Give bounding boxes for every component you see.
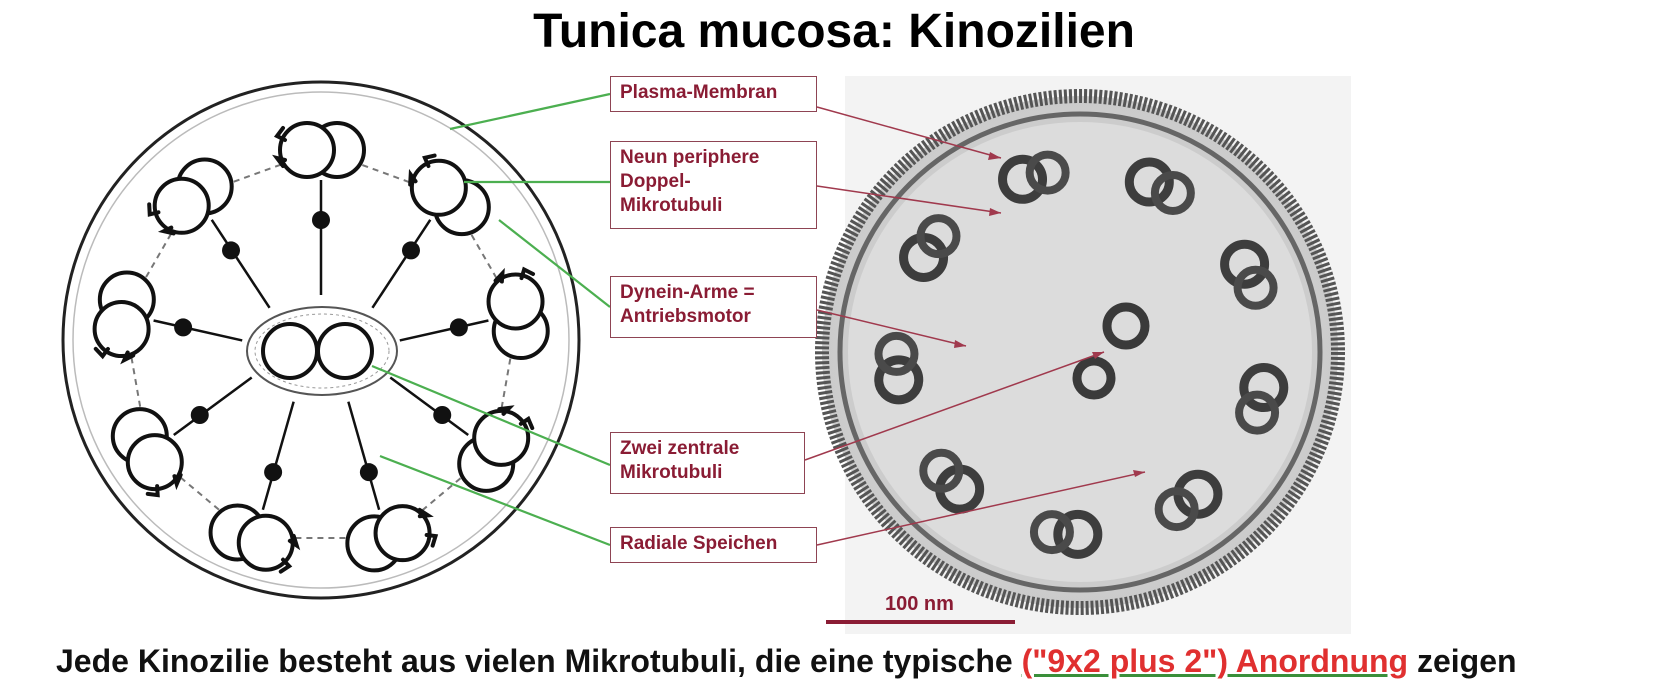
em-a-tubule <box>1239 363 1289 413</box>
radial-spoke <box>371 219 432 309</box>
radial-spokes <box>153 180 489 511</box>
label-dynein-arme: Dynein-Arme = Antriebsmotor <box>610 276 817 338</box>
em-central-tubule <box>1102 302 1150 350</box>
a-tubule <box>409 158 468 217</box>
label-zentrale-mikrotubuli: Zwei zentrale Mikrotubuli <box>610 432 805 494</box>
caption: Jede Kinozilie besteht aus vielen Mikrot… <box>56 643 1517 680</box>
spoke-head <box>433 406 452 424</box>
dynein-arm-outer <box>147 202 161 217</box>
em-b-tubule <box>1154 487 1199 532</box>
dynein-arm-outer <box>519 266 536 281</box>
dynein-arm-inner <box>287 533 301 551</box>
a-tubule <box>152 176 211 235</box>
em-b-tubule <box>874 331 919 376</box>
schematic-doublets <box>92 121 550 574</box>
label-radiale-speichen: Radiale Speichen <box>610 527 817 563</box>
page-title: Tunica mucosa: Kinozilien <box>533 5 1135 58</box>
em-a-tubule <box>1053 509 1103 559</box>
dynein-arm-inner <box>417 507 434 519</box>
dynein-arm-outer <box>422 153 437 168</box>
dynein-arm-inner <box>497 405 515 416</box>
electron-micrograph: 100 nm <box>795 76 1351 634</box>
spoke-head <box>222 241 241 260</box>
spoke-head <box>312 211 330 229</box>
a-tubule <box>125 433 184 492</box>
a-tubule <box>278 121 336 179</box>
caption-text: Jede Kinozilie besteht aus vielen Mikrot… <box>56 643 1022 679</box>
scale-bar-label: 100 nm <box>885 593 954 615</box>
radial-spoke <box>210 219 271 309</box>
spoke-head <box>401 241 420 260</box>
em-central-tubule <box>1072 356 1116 400</box>
em-b-tubule <box>1150 170 1195 215</box>
radial-spoke <box>153 319 243 342</box>
radial-spoke <box>173 376 253 437</box>
central-tubule-right <box>316 322 374 380</box>
dynein-arm-outer <box>93 346 110 360</box>
em-doublet-group <box>874 150 1289 559</box>
em-b-tubule <box>1233 265 1278 310</box>
a-tubule <box>92 300 151 359</box>
dynein-arm-outer <box>518 415 535 431</box>
dynein-arm-inner <box>120 350 136 365</box>
spoke-head <box>264 463 283 482</box>
spoke-head <box>190 406 209 424</box>
dynein-arm-outer <box>145 484 160 498</box>
label-plasma-membran: Plasma-Membran <box>610 76 817 112</box>
radial-spoke <box>389 376 469 437</box>
radial-spoke <box>347 401 381 511</box>
dynein-arm-inner <box>493 267 505 284</box>
em-b-tubule <box>1235 390 1280 435</box>
em-a-tubule <box>998 154 1048 204</box>
label-doppel-mikrotubuli: Neun periphere Doppel- Mikrotubuli <box>610 141 817 229</box>
em-a-tubule <box>1124 157 1174 207</box>
em-b-tubule <box>916 214 961 259</box>
schematic-cross-section <box>61 80 581 600</box>
em-b-tubule <box>919 448 964 493</box>
spoke-head <box>449 318 468 337</box>
dynein-arm-inner <box>172 472 183 491</box>
radial-spoke <box>261 401 295 511</box>
a-tubule <box>373 504 432 563</box>
caption-end: zeigen <box>1408 643 1517 679</box>
a-tubule <box>486 272 545 331</box>
caption-highlight: ("9x2 plus 2") Anordnung <box>1021 643 1409 679</box>
radial-spoke <box>399 319 489 342</box>
spoke-head <box>174 318 193 337</box>
central-tubule-left <box>261 322 319 380</box>
dynein-arm-inner <box>157 225 176 236</box>
red-leaders <box>804 106 1146 546</box>
em-a-tubule <box>874 355 924 405</box>
dynein-arm-inner <box>272 154 287 168</box>
dynein-arm-outer <box>273 126 287 142</box>
dynein-arm-inner <box>408 168 418 187</box>
em-b-tubule <box>1025 150 1070 195</box>
green-leaders <box>371 92 611 547</box>
spoke-head <box>359 463 378 482</box>
dynein-arm-outer <box>424 533 439 548</box>
em-a-tubule <box>1220 239 1270 289</box>
leader-arrowheads <box>954 152 1145 477</box>
em-b-tubule <box>1029 510 1074 555</box>
dynein-arm-outer <box>278 557 293 574</box>
